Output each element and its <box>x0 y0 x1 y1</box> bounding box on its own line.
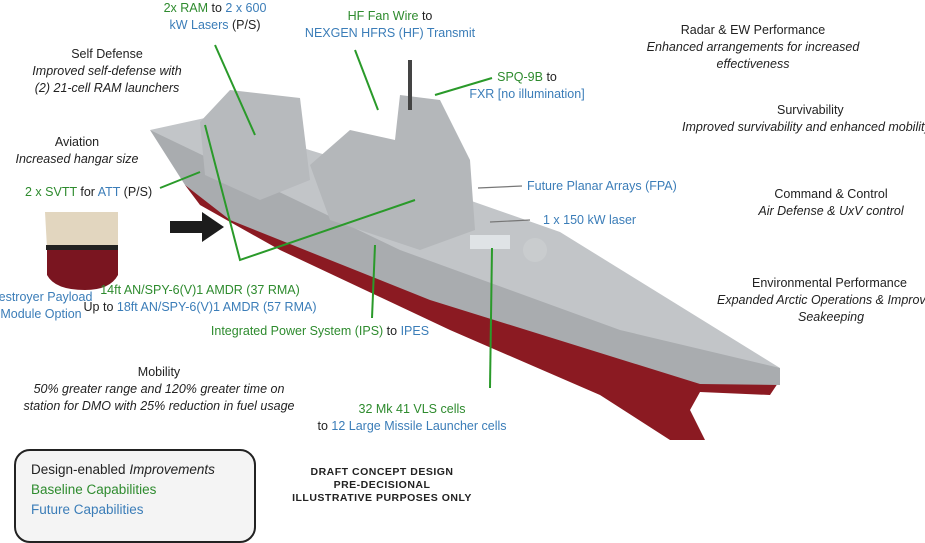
feature-mobility: Mobility 50% greater range and 120% great… <box>24 364 295 415</box>
hf-to: to <box>418 9 433 23</box>
ship-hangar <box>200 90 310 200</box>
leader-hf <box>354 49 379 111</box>
ship-illustration <box>45 44 780 440</box>
svtt-label: 2 x SVTT <box>25 185 77 199</box>
laser-label-2: kW Lasers <box>169 18 229 32</box>
leader-ram <box>214 44 256 136</box>
ram-to: to <box>208 1 226 15</box>
leader-vls <box>489 247 493 389</box>
callout-svtt: 2 x SVTT for ATT (P/S) <box>25 184 152 201</box>
feature-desc: Increased hangar size <box>15 152 139 166</box>
ship-superstructure <box>310 95 475 250</box>
disclaimer-line: ILLUSTRATIVE PURPOSES ONLY <box>292 492 472 504</box>
vls-label: 32 Mk 41 VLS cells <box>358 402 466 416</box>
legend-baseline: Baseline Capabilities <box>31 482 157 497</box>
feature-desc: 50% greater range and 120% greater time … <box>33 382 285 396</box>
feature-desc: (2) 21-cell RAM launchers <box>34 81 180 95</box>
leader-amdr <box>204 124 416 262</box>
spq-label: SPQ-9B <box>497 70 543 84</box>
feature-desc: Seakeeping <box>798 310 865 324</box>
legend-improvements-a: Design-enabled <box>31 462 130 477</box>
feature-title: Command & Control <box>774 187 888 201</box>
legend-future: Future Capabilities <box>31 502 144 517</box>
leader-spq <box>434 77 493 96</box>
feature-desc: effectiveness <box>716 57 790 71</box>
callout-amdr: 14ft AN/SPY-6(V)1 AMDR (37 RMA) Up to 18f… <box>84 282 317 316</box>
ram-ps: (P/S) <box>228 18 261 32</box>
leader-ips <box>371 244 376 319</box>
callout-vls: 32 Mk 41 VLS cells to 12 Large Missile La… <box>318 401 507 435</box>
amdr-baseline: 14ft AN/SPY-6(V)1 AMDR (37 RMA) <box>100 283 300 297</box>
feature-desc: station for DMO with 25% reduction in fu… <box>23 399 295 413</box>
feature-desc: Air Defense & UxV control <box>758 204 904 218</box>
feature-title: Mobility <box>137 365 181 379</box>
amdr-future: 18ft AN/SPY-6(V)1 AMDR (57 RMA) <box>116 300 317 314</box>
ram-label: 2x RAM <box>163 1 209 15</box>
feature-desc: Expanded Arctic Operations & Improved <box>717 293 925 307</box>
att-label: ATT <box>97 185 121 199</box>
feature-title: Radar & EW Performance <box>680 23 826 37</box>
legend-improvements-b: Improvements <box>129 462 215 477</box>
legend-box: Design-enabled Improvements Baseline Cap… <box>14 449 256 543</box>
hf-label: HF Fan Wire <box>347 9 419 23</box>
payload-module-top <box>45 212 118 248</box>
ship-mast <box>408 60 412 110</box>
ipes-label: IPES <box>400 324 430 338</box>
lml-label: 12 Large Missile Launcher cells <box>331 419 507 433</box>
payload-line-1: Destroyer Payload <box>0 290 93 304</box>
fxr-label: FXR [no illumination] <box>469 87 585 101</box>
svtt-for: for <box>76 185 98 199</box>
amdr-upto: Up to <box>83 300 117 314</box>
callout-fpa: Future Planar Arrays (FPA) <box>527 179 677 193</box>
feature-desc: Enhanced arrangements for increased <box>646 40 860 54</box>
ship-gun <box>523 238 547 262</box>
leader-svtt <box>159 171 201 189</box>
callout-laser: 1 x 150 kW laser <box>543 213 637 227</box>
laser-label: 2 x 600 <box>225 1 267 15</box>
feature-title: Aviation <box>54 135 100 149</box>
payload-line-2: Module Option <box>0 307 82 321</box>
payload-module-stripe <box>46 245 118 250</box>
feature-title: Self Defense <box>71 47 143 61</box>
hfrs-label: NEXGEN HFRS (HF) Transmit <box>304 26 476 40</box>
callout-ips: Integrated Power System (IPS) to IPES <box>211 323 429 340</box>
leader-laser <box>489 219 531 223</box>
feature-title: Survivability <box>777 103 844 117</box>
feature-desc: Improved self-defense with <box>32 64 182 78</box>
ips-label: Integrated Power System (IPS) <box>210 324 384 338</box>
legend-improvements: Design-enabled Improvements <box>31 460 215 479</box>
callout-ram: 2x RAM to 2 x 600 kW Lasers (P/S) <box>164 0 267 34</box>
vls-to: to <box>317 419 332 433</box>
svtt-ps: (P/S) <box>120 185 153 199</box>
feature-title: Environmental Performance <box>752 276 907 290</box>
leader-fpa <box>477 185 523 189</box>
feature-desc: Improved survivability and enhanced mobi… <box>682 120 925 134</box>
disclaimer-line: DRAFT CONCEPT DESIGN <box>310 466 454 478</box>
spq-to: to <box>542 70 557 84</box>
payload-module-hull <box>47 248 118 290</box>
right-arrow-icon <box>170 212 224 242</box>
ips-to: to <box>383 324 401 338</box>
disclaimer-line: PRE-DECISIONAL <box>333 479 431 491</box>
ship-vls <box>470 235 510 249</box>
